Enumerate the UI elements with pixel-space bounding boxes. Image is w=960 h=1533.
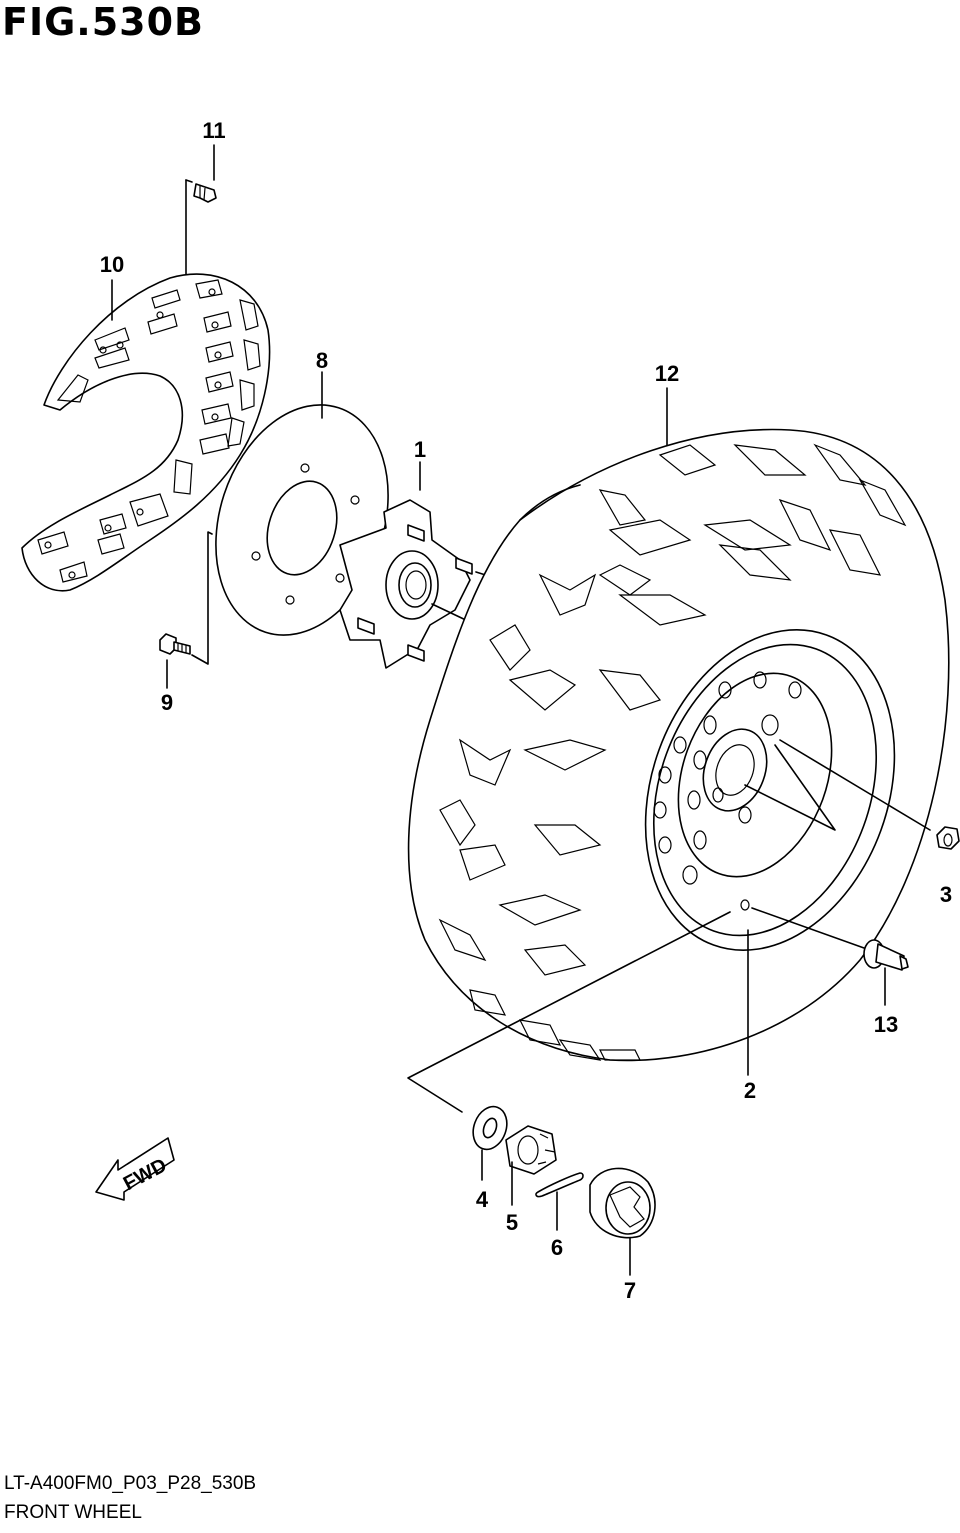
part-9-bolt (159, 531, 213, 665)
callout-9: 9 (161, 690, 173, 715)
callout-5: 5 (506, 1210, 518, 1235)
part-10-disc-guard (21, 273, 271, 592)
part-4-washer (472, 1105, 508, 1181)
part-1-wheel-hub (339, 461, 509, 669)
callout-13: 13 (874, 1012, 898, 1037)
model-code: LT-A400FM0_P03_P28_530B (4, 1473, 257, 1494)
callout-4: 4 (476, 1187, 489, 1212)
callout-8: 8 (316, 348, 328, 373)
figure-caption: FRONT WHEEL (4, 1502, 142, 1523)
part-6-cotter-pin (535, 1172, 584, 1231)
part-8-brake-disc (215, 371, 389, 636)
callout-3: 3 (940, 882, 952, 907)
callout-10: 10 (100, 252, 124, 277)
callout-11: 11 (202, 118, 225, 143)
part-5-castle-nut (505, 1125, 557, 1206)
part-2-rim (407, 628, 931, 1113)
part-3-nut (936, 826, 960, 850)
callout-7: 7 (624, 1278, 636, 1303)
callout-2: 2 (744, 1078, 756, 1103)
callout-1: 1 (414, 437, 426, 462)
part-13-valve (863, 939, 909, 1006)
callout-12: 12 (655, 361, 679, 386)
figure-title: FIG.530B (2, 0, 205, 44)
forward-direction-arrow: FWD (95, 1137, 175, 1201)
part-7-hub-cap (589, 1167, 656, 1276)
callout-6: 6 (551, 1235, 563, 1260)
